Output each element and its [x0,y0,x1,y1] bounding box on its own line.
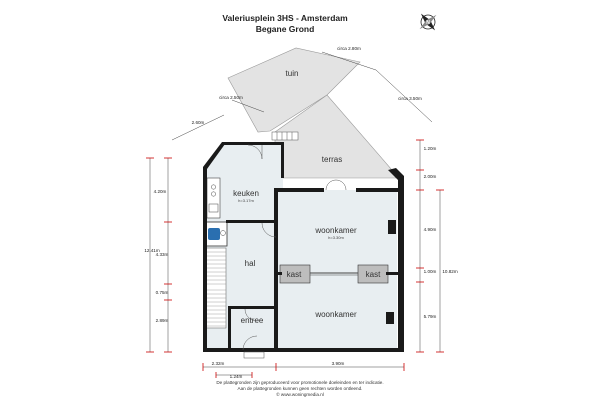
walls [203,142,404,352]
dimension-lines [146,51,444,378]
compass-label: N [426,20,430,26]
dim-4-20: 4.20m [154,189,167,194]
dim-1-00: 1.00m [424,269,437,274]
room-label-terras: terras [322,155,342,164]
room-label-kast-right: kast [366,270,381,279]
dim-2-60: 2.60m [192,120,205,125]
dim-circa-3-50: circa 3.50m [398,96,422,101]
toilet-room [204,221,228,247]
room-height-keuken: h=3.17m [238,198,254,203]
dim-circa-2-50: circa 2.50m [219,95,243,100]
dim-2-89: 2.89m [156,318,169,323]
toilet-icon [208,228,220,240]
room-label-woonkamer-front: woonkamer [314,226,357,235]
room-label-woonkamer-back: woonkamer [314,310,357,319]
footer-disclaimer-1: De plattegronden zijn geproduceerd voor … [216,380,383,385]
kitchen-counter [206,177,221,219]
entrance-steps [243,351,265,359]
room-label-tuin: tuin [286,69,299,78]
room-label-hal: hal [245,259,256,268]
dim-12-41: 12.41m [144,248,159,253]
footer-disclaimer-2: Aan de plattegronden kunnen geen rechten… [238,386,363,391]
dim-3-90: 3.90m [332,361,345,366]
doors [242,144,347,351]
staircase-left [205,247,227,329]
dim-1-24: 1.24m [230,374,243,379]
terrace-steps [271,131,299,141]
dim-5-79: 5.79m [424,314,437,319]
dim-4-33: 4.33m [156,252,169,257]
sliding-door [310,272,358,276]
room-label-entree: entree [241,316,264,325]
plan-subtitle: Begane Grond [256,24,315,34]
room-height-woonkamer: h=3.30m [328,235,344,240]
dim-2-00: 2.00m [424,174,437,179]
dim-4-90: 4.90m [424,227,437,232]
dim-2-32: 2.32m [212,361,225,366]
footer-copyright: © www.woningmedia.nl [276,391,324,397]
dim-10-82: 10.82m [442,269,457,274]
dim-0-75: 0.75m [156,290,169,295]
plan-title: Valeriusplein 3HS - Amsterdam [222,13,348,23]
compass-north-icon: N [419,13,437,31]
dim-circa-2-80: circa 2.80m [337,46,361,51]
room-label-keuken: keuken [233,189,259,198]
dim-1-20: 1.20m [424,146,437,151]
room-label-kast-left: kast [287,270,302,279]
